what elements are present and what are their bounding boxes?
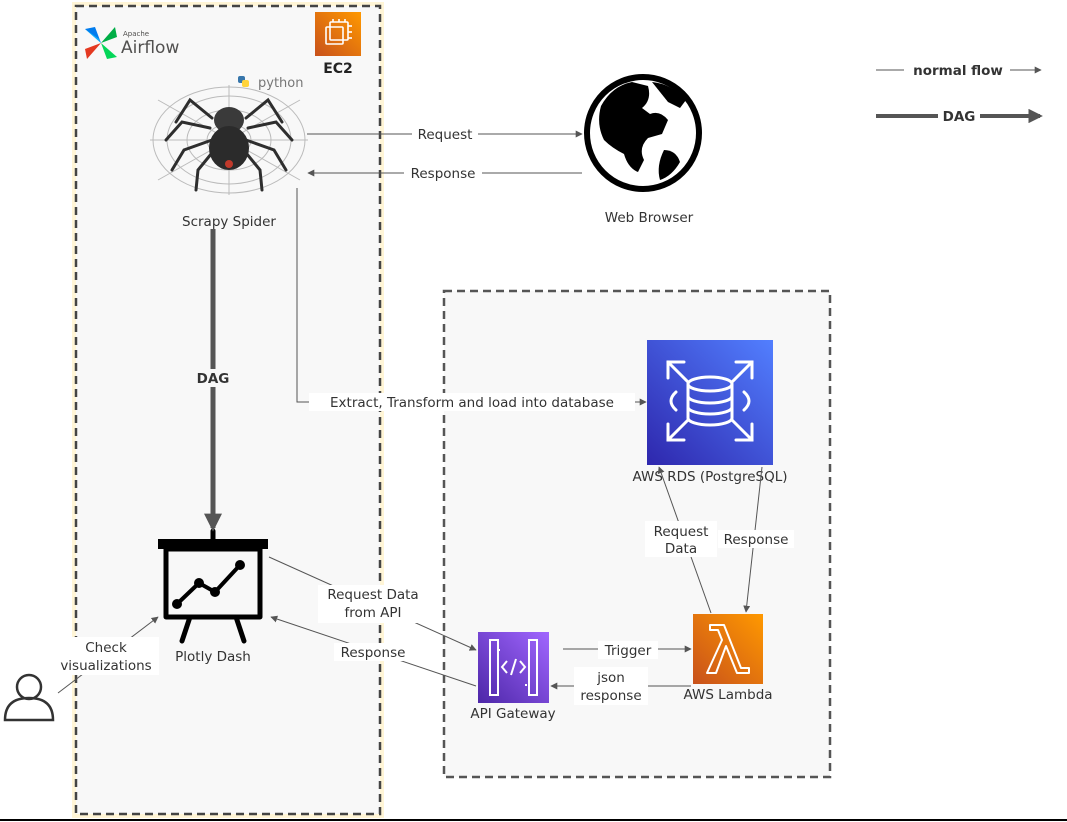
edge-json-response: json response [550, 667, 691, 705]
edge-trigger: Trigger [563, 641, 692, 659]
legend: normal flow DAG [876, 60, 1043, 126]
airflow-brand: Airflow [121, 38, 179, 58]
web-browser-label: Web Browser [605, 210, 694, 226]
airflow-pinwheel-icon [85, 27, 117, 59]
scrapy-spider-node[interactable]: python Scrapy Spider [150, 76, 308, 230]
edge-check-line1: Check [85, 640, 127, 656]
ec2-label: EC2 [323, 61, 353, 77]
edge-check-line2: visualizations [60, 658, 151, 674]
edge-response-rds: Response [718, 466, 794, 613]
legend-dag: DAG [876, 106, 1043, 126]
spider-icon [164, 97, 294, 192]
user-person-icon[interactable] [3, 673, 55, 722]
edge-response-plotly: Response [270, 615, 477, 687]
edge-json-line2: response [580, 688, 641, 704]
edge-request-label: Request [418, 127, 473, 143]
legend-normal-flow: normal flow [876, 60, 1042, 80]
edge-dag: DAG [193, 229, 233, 532]
edge-json-line1: json [596, 670, 625, 686]
api-gateway-label: API Gateway [470, 706, 555, 722]
scrapy-spider-label: Scrapy Spider [182, 214, 276, 230]
edge-response-rds-label: Response [724, 532, 789, 548]
edge-trigger-label: Trigger [604, 643, 652, 659]
edge-request-data-line2: Data [665, 541, 697, 557]
edge-check-visualizations: Check visualizations [53, 616, 159, 694]
edge-request-data: Request Data [645, 466, 717, 614]
python-badge-label: python [258, 76, 303, 91]
edge-request-api: Request Data from API [268, 556, 477, 651]
ec2-icon [315, 12, 361, 56]
edge-request-data-line1: Request [654, 524, 709, 540]
presentation-chart-points [172, 560, 245, 609]
plotly-dash-node[interactable]: Plotly Dash [158, 528, 268, 665]
edge-request: Request [307, 125, 583, 143]
edge-request-api-line1: Request Data [327, 587, 418, 603]
edge-response-browser: Response [307, 164, 582, 182]
api-gateway-node[interactable]: API Gateway [470, 632, 556, 722]
web-browser-node[interactable]: Web Browser [584, 74, 702, 226]
edge-etl-label: Extract, Transform and load into databas… [330, 395, 614, 411]
aws-rds-label: AWS RDS (PostgreSQL) [633, 469, 788, 485]
edge-request-api-line2: from API [344, 605, 401, 621]
aws-lambda-node[interactable]: AWS Lambda [683, 614, 773, 703]
edge-etl: Extract, Transform and load into databas… [296, 188, 647, 411]
aws-lambda-label: AWS Lambda [683, 687, 772, 703]
plotly-dash-label: Plotly Dash [175, 649, 251, 665]
ec2-node[interactable]: EC2 [315, 12, 361, 77]
python-badge: python [238, 76, 303, 91]
edge-dag-label: DAG [197, 371, 230, 387]
aws-rds-node[interactable]: AWS RDS (PostgreSQL) [633, 340, 788, 485]
presentation-chart-icon [158, 528, 268, 644]
edge-response-plotly-label: Response [341, 645, 406, 661]
legend-normal-flow-label: normal flow [913, 63, 1003, 79]
legend-dag-label: DAG [943, 109, 976, 125]
edge-response-browser-label: Response [411, 166, 476, 182]
globe-icon [584, 74, 702, 192]
airflow-logo: Apache Airflow [85, 27, 179, 59]
airflow-brand-small: Apache [123, 30, 149, 38]
